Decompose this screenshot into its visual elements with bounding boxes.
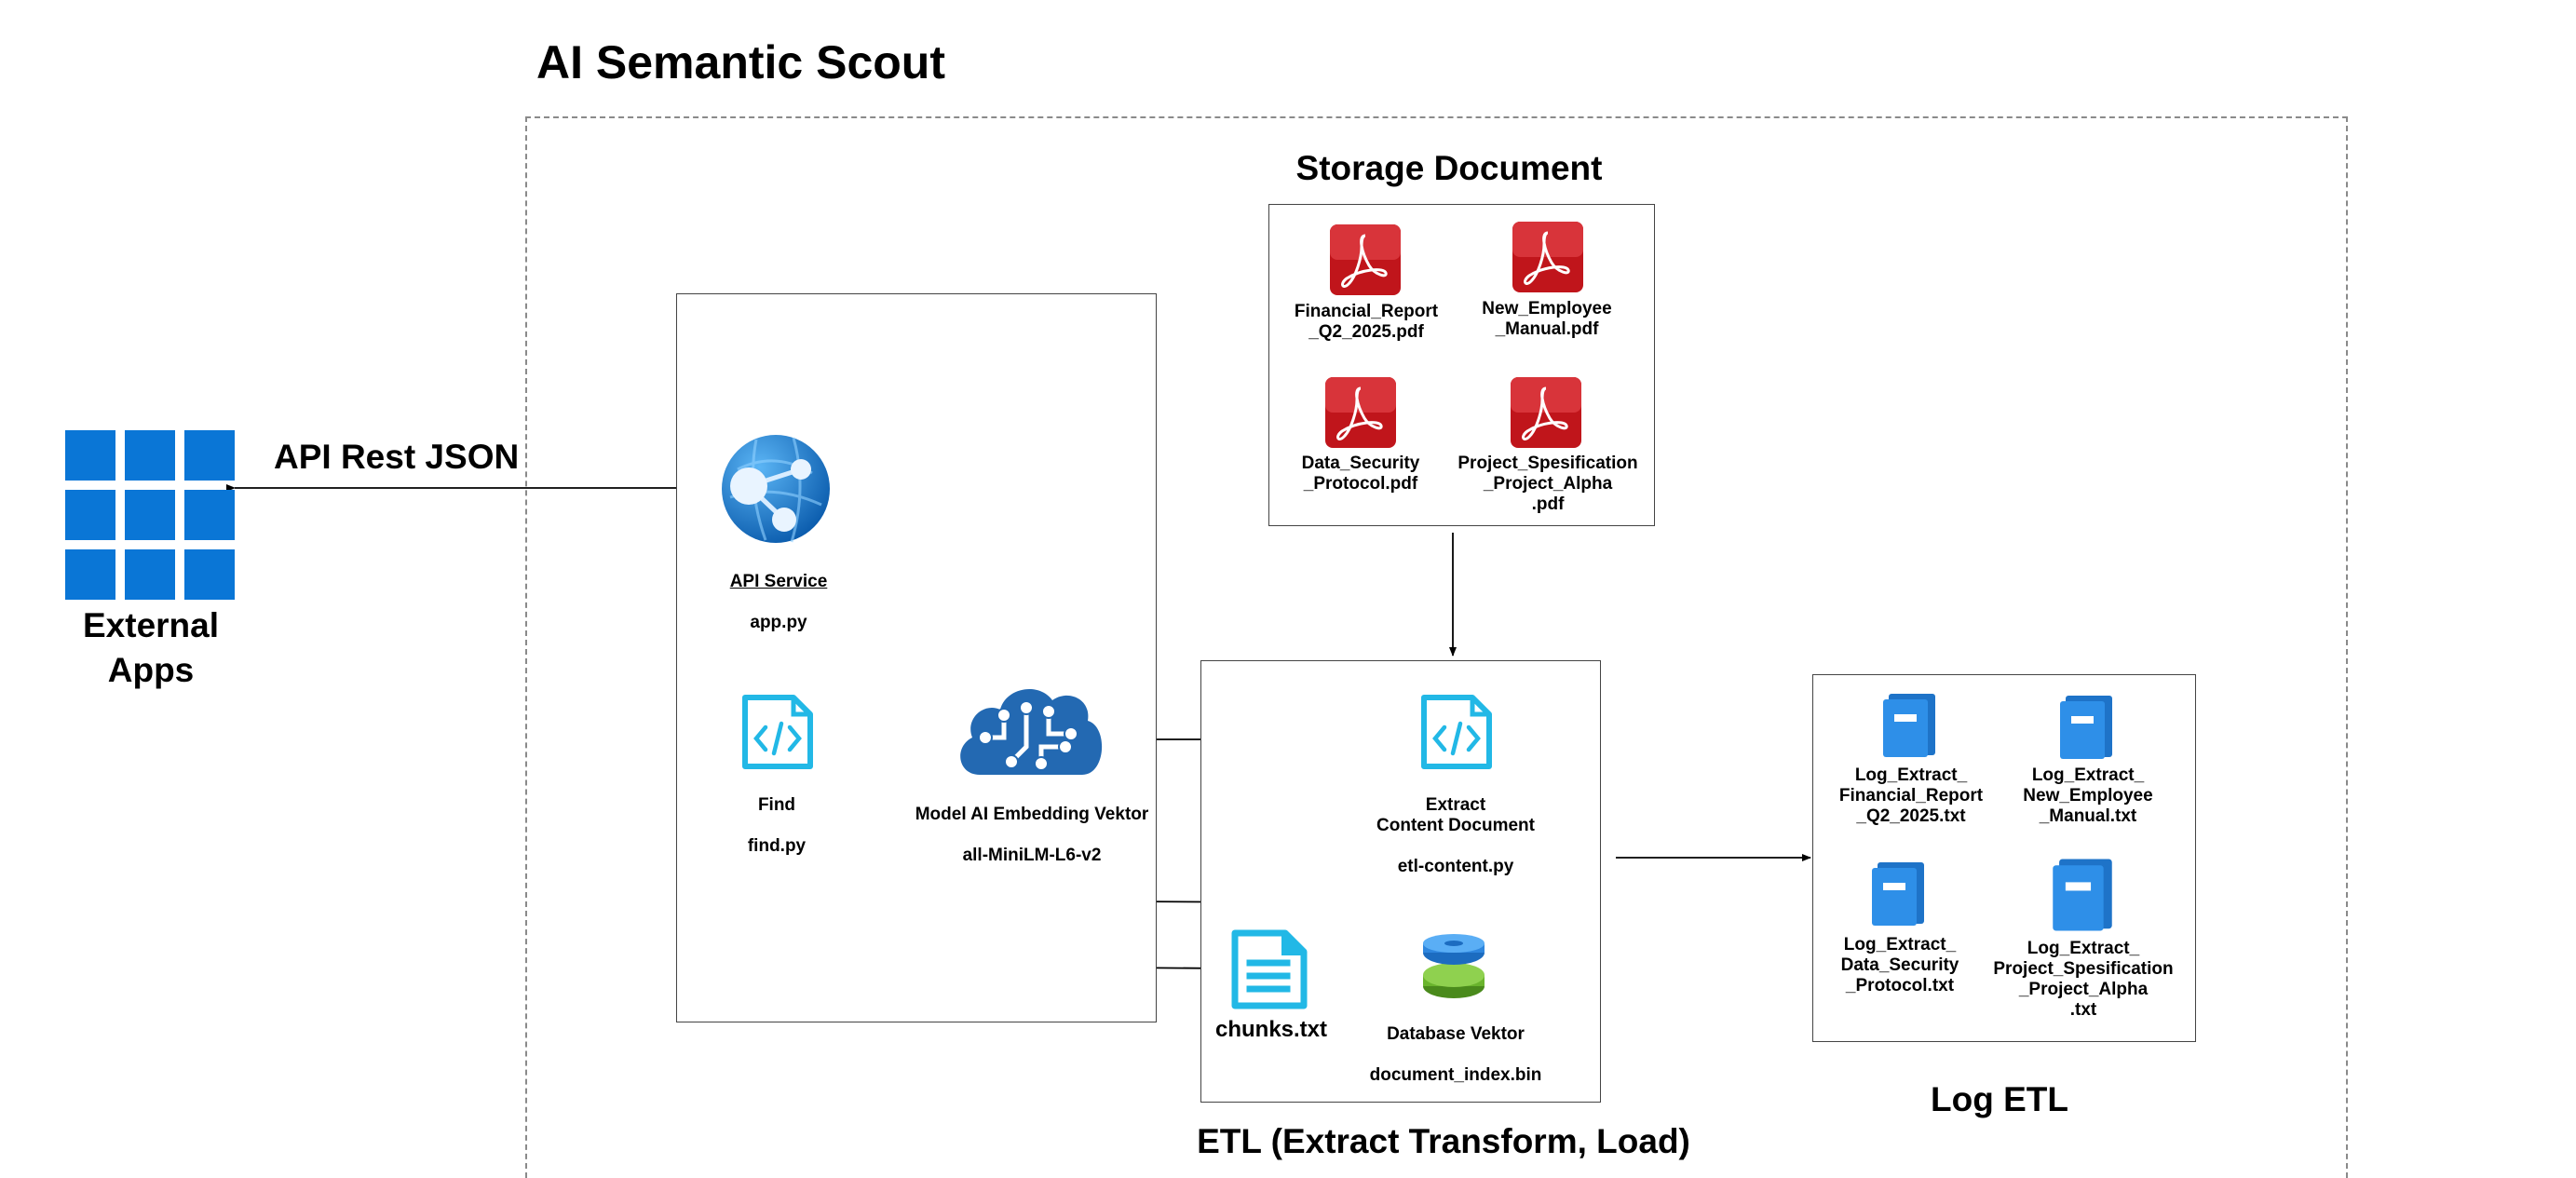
model-name: Model AI Embedding Vektor <box>915 805 1149 824</box>
storage-file-label: New_Employee _Manual.pdf <box>1482 299 1612 339</box>
log-title: Log ETL <box>1931 1080 2068 1118</box>
external-apps-label: External Apps <box>82 606 220 689</box>
find-name: Find <box>757 795 796 815</box>
pdf-icon <box>1511 377 1581 453</box>
database-name: Database Vektor <box>1387 1024 1525 1044</box>
etl-container <box>1200 660 1601 1103</box>
pdf-icon <box>1330 224 1401 300</box>
api-service-file: app.py <box>750 613 807 632</box>
page-title: AI Semantic Scout <box>536 36 945 88</box>
app-grid-icon <box>65 430 235 604</box>
extract-file: etl-content.py <box>1397 857 1514 876</box>
log-file-label: Log_Extract_ New_Employee _Manual.txt <box>2023 765 2153 826</box>
extract-name: Extract Content Document <box>1376 795 1535 835</box>
log-file-label: Log_Extract_ Data_Security _Protocol.txt <box>1840 935 1959 995</box>
log-container <box>1812 674 2196 1042</box>
find-label: Find find.py <box>748 775 806 857</box>
log-file-label: Log_Extract_ Project_Spesification _Proj… <box>1993 939 2174 1020</box>
extract-label: Extract Content Document etl-content.py <box>1376 775 1535 877</box>
model-file: all-MiniLM-L6-v2 <box>962 846 1102 865</box>
web-app-globe-icon <box>719 432 833 550</box>
find-file: find.py <box>747 836 807 856</box>
pdf-icon <box>1512 222 1583 297</box>
storage-title: Storage Document <box>1295 149 1603 187</box>
model-label: Model AI Embedding Vektor all-MiniLM-L6-… <box>915 784 1149 866</box>
etl-title: ETL (Extract Transform, Load) <box>1197 1122 1690 1160</box>
storage-file-label: Project_Spesification _Project_Alpha .pd… <box>1457 454 1638 514</box>
database-file: document_index.bin <box>1369 1065 1542 1085</box>
log-file-label: Log_Extract_ Financial_Report _Q2_2025.t… <box>1838 765 1984 826</box>
api-service-label: API Service app.py <box>730 551 828 633</box>
system-boundary <box>525 116 2348 1178</box>
find-code-icon <box>741 694 814 775</box>
log-book-icon <box>2051 856 2114 939</box>
log-book-icon <box>1881 692 1937 764</box>
api-rest-json-label: API Rest JSON <box>274 438 520 476</box>
api-service-name: API Service <box>729 572 828 591</box>
pdf-icon <box>1325 377 1396 453</box>
text-file-icon <box>1229 928 1309 1016</box>
database-label: Database Vektor document_index.bin <box>1370 1004 1542 1086</box>
api-service-container <box>676 293 1157 1022</box>
ai-brain-cloud-icon <box>952 682 1108 783</box>
storage-file-label: Data_Security _Protocol.pdf <box>1301 454 1420 494</box>
log-book-icon <box>2058 694 2114 765</box>
chunks-label: chunks.txt <box>1214 1017 1328 1042</box>
storage-file-label: Financial_Report _Q2_2025.pdf <box>1294 302 1439 342</box>
extract-code-icon <box>1420 694 1493 775</box>
vector-database-icon <box>1421 934 1486 1006</box>
log-book-icon <box>1870 860 1926 932</box>
